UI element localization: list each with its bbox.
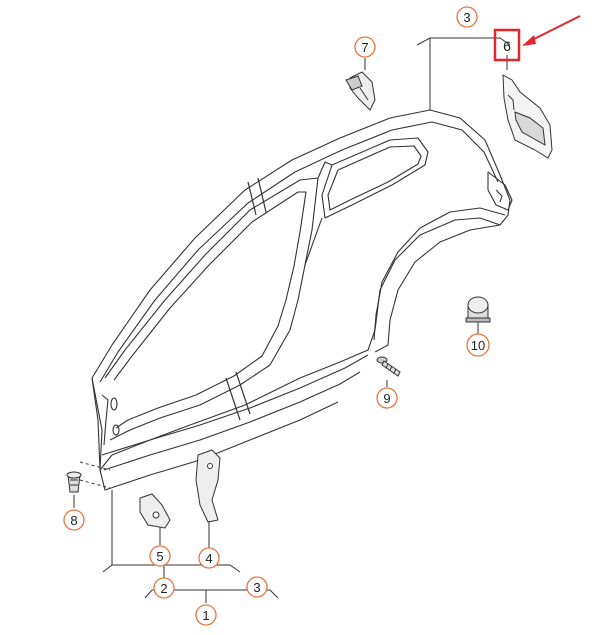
svg-text:8: 8 <box>70 513 77 528</box>
body-side-panel <box>91 109 513 491</box>
callout-8: 8 <box>63 509 85 531</box>
red-arrow-icon <box>522 15 581 46</box>
part-9-screw <box>376 356 401 377</box>
part-8-fastener <box>66 471 82 493</box>
part-6-rear-trim <box>502 74 553 159</box>
part-5-reinforcement <box>139 493 171 529</box>
svg-text:10: 10 <box>471 338 485 353</box>
group-brackets <box>73 37 511 603</box>
part-7-bracket <box>345 71 376 111</box>
svg-text:5: 5 <box>156 549 163 564</box>
callout-3-top: 3 <box>456 6 478 28</box>
svg-text:4: 4 <box>205 551 212 566</box>
svg-text:1: 1 <box>202 608 209 623</box>
callout-3-bottom: 3 <box>246 576 268 598</box>
svg-text:3: 3 <box>463 10 470 25</box>
svg-text:7: 7 <box>361 40 368 55</box>
callout-5: 5 <box>149 545 171 567</box>
callout-2: 2 <box>153 577 175 599</box>
callout-4: 4 <box>198 547 220 569</box>
svg-text:6: 6 <box>503 38 511 54</box>
callout-10: 10 <box>466 333 490 357</box>
svg-text:9: 9 <box>383 391 390 406</box>
part-10-cap-nut <box>465 296 491 323</box>
callout-7: 7 <box>354 36 376 58</box>
part-4-bracket <box>195 449 221 523</box>
svg-text:3: 3 <box>253 580 260 595</box>
highlight-box <box>493 28 521 62</box>
callout-1: 1 <box>195 604 217 626</box>
callout-6: 6 <box>503 38 511 54</box>
svg-text:2: 2 <box>160 581 167 596</box>
highlight <box>493 15 581 62</box>
callout-9: 9 <box>376 387 398 409</box>
